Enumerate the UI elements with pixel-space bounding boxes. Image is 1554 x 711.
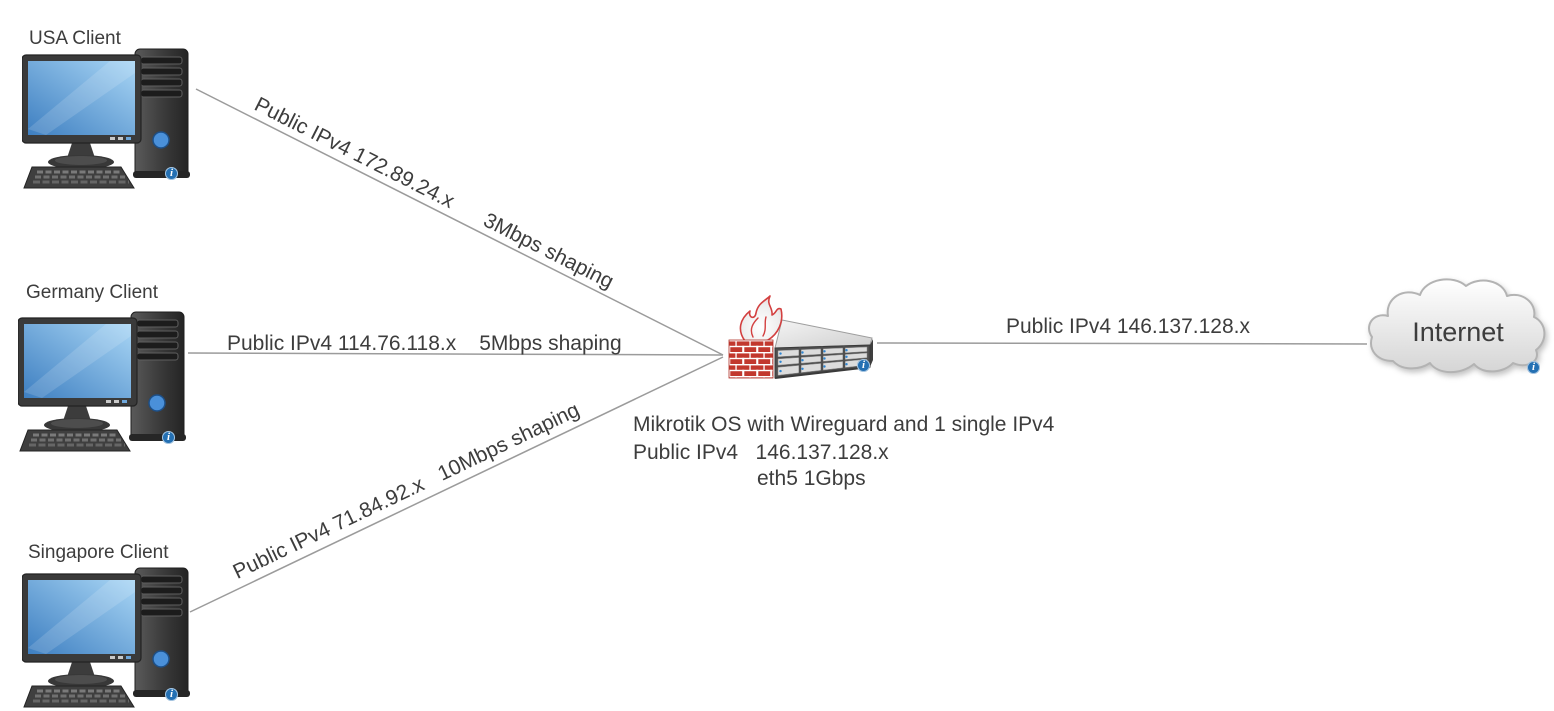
info-icon[interactable]: i — [857, 359, 870, 372]
cloud-icon[interactable] — [1363, 271, 1553, 383]
singapore-client-label: Singapore Client — [28, 542, 169, 563]
germany-client-label: Germany Client — [26, 282, 158, 303]
firewall-caption-eth: eth5 1Gbps — [757, 467, 866, 490]
desktop-computer-icon[interactable] — [18, 304, 188, 454]
internet-label: Internet — [1412, 317, 1504, 347]
info-icon[interactable]: i — [165, 167, 178, 180]
firewall-caption-os: Mikrotik OS with Wireguard and 1 single … — [633, 413, 1055, 436]
firewall-rack-server-icon[interactable] — [715, 292, 885, 392]
rack-server — [774, 319, 873, 379]
germany-link-shaping: 5Mbps shaping — [479, 332, 622, 355]
connector-singapore-to-firewall — [189, 356, 724, 613]
info-icon[interactable]: i — [162, 431, 175, 444]
germany-link-label: Public IPv4 114.76.118.x 5Mbps shaping — [227, 332, 622, 356]
internet-link-ip: Public IPv4 146.137.128.x — [1005, 315, 1251, 338]
desktop-computer-icon[interactable] — [22, 560, 192, 710]
usa-client-label: USA Client — [29, 28, 121, 49]
drive-led-lights — [779, 349, 848, 373]
info-icon[interactable]: i — [165, 688, 178, 701]
connector-firewall-to-internet — [876, 342, 1368, 345]
flame-icon — [739, 295, 783, 344]
germany-link-ip: Public IPv4 114.76.118.x — [227, 332, 457, 355]
firewall-brick-wall-icon — [728, 339, 774, 379]
connector-germany-to-firewall — [187, 352, 724, 356]
info-icon[interactable]: i — [1527, 361, 1540, 374]
firewall-caption-ip: Public IPv4 146.137.128.x — [633, 441, 889, 464]
internet-link-label: Public IPv4 146.137.128.x — [1006, 315, 1250, 339]
connector-usa-to-firewall — [195, 88, 724, 356]
